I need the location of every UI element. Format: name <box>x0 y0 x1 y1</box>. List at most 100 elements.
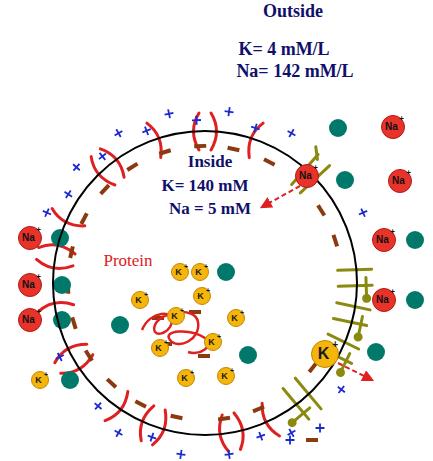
ion-fill <box>32 372 49 389</box>
diagram-label: Outside <box>263 0 323 22</box>
ion-circle: K+ <box>204 333 222 351</box>
negative-charge <box>194 144 206 148</box>
ion-channel <box>337 303 370 310</box>
ion-fill <box>194 288 211 305</box>
ion-symbol: K <box>31 371 46 389</box>
positive-charge <box>357 207 369 219</box>
ion-circle: Na+ <box>381 115 405 139</box>
ion-symbol: K <box>191 263 206 281</box>
ion-channel <box>285 147 332 195</box>
ion-symbol: K <box>227 309 242 327</box>
ion-charge: + <box>36 308 41 316</box>
ion-symbol: K <box>204 333 219 351</box>
ion-charge: + <box>390 288 395 296</box>
positive-charge <box>146 431 157 442</box>
ion-circle: K+ <box>177 369 195 387</box>
ion-fill <box>132 292 149 309</box>
ion-fill <box>19 227 42 250</box>
ion-symbol: K <box>193 287 208 305</box>
diagram-label: Protein <box>103 250 152 272</box>
ion-charge: + <box>230 367 234 374</box>
ion-channel <box>355 333 362 340</box>
negative-charge <box>68 246 75 259</box>
ion-fill <box>19 274 42 297</box>
positive-charge <box>92 400 105 413</box>
negative-charge <box>218 416 230 422</box>
cell-label: K= 140 mM <box>125 176 285 196</box>
ion-channel <box>364 295 370 301</box>
positive-charge <box>96 150 109 163</box>
positive-charge <box>250 122 261 133</box>
ion-symbol: K <box>151 339 166 357</box>
membrane-lipid <box>36 113 280 452</box>
ion-charge: + <box>399 115 404 123</box>
positive-charge <box>41 107 369 460</box>
ion-channel <box>310 147 323 160</box>
ion-circle: K+ <box>227 309 245 327</box>
cell-label: Na = 5 mM <box>130 199 290 219</box>
anion-circle <box>111 316 129 334</box>
ion-symbol: Na <box>18 226 39 250</box>
ion-fill <box>296 165 319 188</box>
ion-flow-arrow <box>338 363 372 380</box>
ion-charge: + <box>240 309 244 316</box>
ion-charge: + <box>313 164 318 172</box>
anion-circle <box>336 171 354 189</box>
ion-channel <box>336 368 344 376</box>
anion-circle <box>51 119 424 389</box>
negative-charge <box>106 378 118 389</box>
ion-circle: K+ <box>131 291 149 309</box>
membrane-line <box>53 131 357 435</box>
ion-symbol: Na <box>18 308 39 332</box>
ion-circle: Na+ <box>18 273 42 297</box>
positive-charge <box>54 351 66 363</box>
ion-symbol: Na <box>18 273 39 297</box>
ion-channel <box>288 418 296 426</box>
positive-charge <box>70 161 83 174</box>
ion-charge: + <box>390 228 395 236</box>
ion-symbol: Na <box>388 169 409 193</box>
ion-fill <box>152 340 169 357</box>
positive-charge <box>224 449 234 459</box>
negative-charge <box>159 148 172 155</box>
ion-charge: + <box>206 287 210 294</box>
positive-charge <box>62 188 74 200</box>
ion-charge: + <box>190 369 194 376</box>
ion-circle: K+ <box>311 340 339 368</box>
positive-charge <box>285 127 297 139</box>
cell-label: Inside <box>130 152 290 172</box>
ion-charge: + <box>36 273 41 281</box>
ion-circle: Na+ <box>372 288 396 312</box>
diagram-label: K= 4 mM/L <box>238 38 329 60</box>
ion-symbol: K <box>167 307 182 325</box>
ion-charge: + <box>144 291 148 298</box>
anion-circle <box>217 263 235 281</box>
negative-charge <box>332 234 340 247</box>
positive-charge <box>141 125 153 137</box>
ion-fill <box>228 310 245 327</box>
positive-charge <box>224 107 234 117</box>
ion-symbol: K <box>177 369 192 387</box>
positive-charge <box>176 449 186 459</box>
ion-symbol: Na <box>295 164 316 188</box>
negative-charge <box>252 405 265 413</box>
negative-charge <box>316 204 326 216</box>
positive-charge <box>335 383 348 396</box>
ion-charge: + <box>204 263 208 270</box>
ion-circle: Na+ <box>388 169 412 193</box>
positive-charge <box>41 207 53 219</box>
anion-circle <box>239 346 257 364</box>
positive-charge <box>192 115 201 124</box>
anion-circle <box>406 291 424 309</box>
ion-charge: + <box>332 340 338 350</box>
negative-charge <box>263 157 275 166</box>
negative-charge <box>227 146 240 152</box>
ion-charge: + <box>164 339 168 346</box>
ion-circle: K+ <box>167 307 185 325</box>
negative-charge <box>70 317 77 330</box>
ion-fill <box>312 341 339 368</box>
positive-charge <box>112 127 124 139</box>
negative-charge <box>134 399 146 408</box>
